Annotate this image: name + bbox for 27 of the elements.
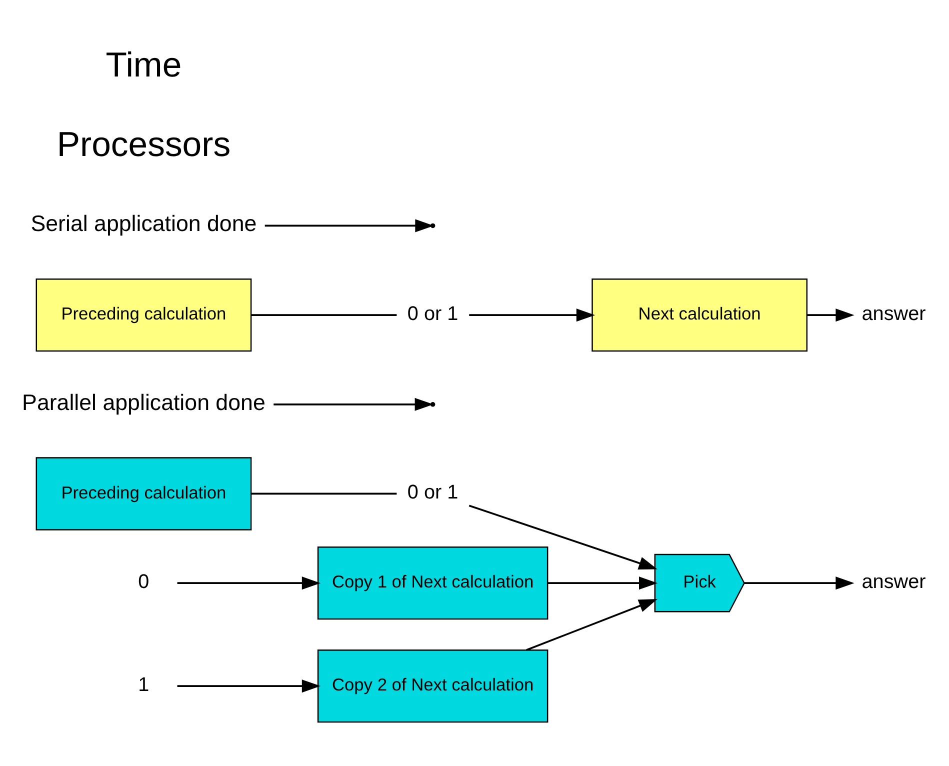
arrow <box>264 219 434 232</box>
node-box: Preceding calculation <box>35 278 252 352</box>
label: Processors <box>56 126 230 164</box>
connector <box>250 314 396 316</box>
arrow <box>176 576 320 590</box>
node-text: 0 <box>138 570 149 593</box>
arrow <box>806 308 854 322</box>
node-text: 1 <box>138 674 149 696</box>
arrow <box>468 308 595 322</box>
node-box: Copy 2 of Next calculation <box>316 649 548 723</box>
node-box: Copy 1 of Next calculation <box>316 546 548 620</box>
arrow <box>547 576 658 590</box>
connector <box>250 492 396 495</box>
node-text: Parallel application done <box>22 390 265 415</box>
arrow <box>744 576 854 590</box>
arrow <box>468 504 657 570</box>
node-box: Next calculation <box>591 278 808 352</box>
node-text: answer <box>861 570 926 593</box>
node-text: Serial application done <box>30 211 256 236</box>
node-text: 0 or 1 <box>406 481 458 504</box>
arrow <box>273 398 433 411</box>
node-box: Preceding calculation <box>35 457 252 530</box>
node-text: answer <box>861 302 926 325</box>
arrow <box>526 599 657 651</box>
arrow <box>176 680 320 693</box>
label: Time <box>105 46 182 85</box>
node-text: 0 or 1 <box>406 302 458 325</box>
